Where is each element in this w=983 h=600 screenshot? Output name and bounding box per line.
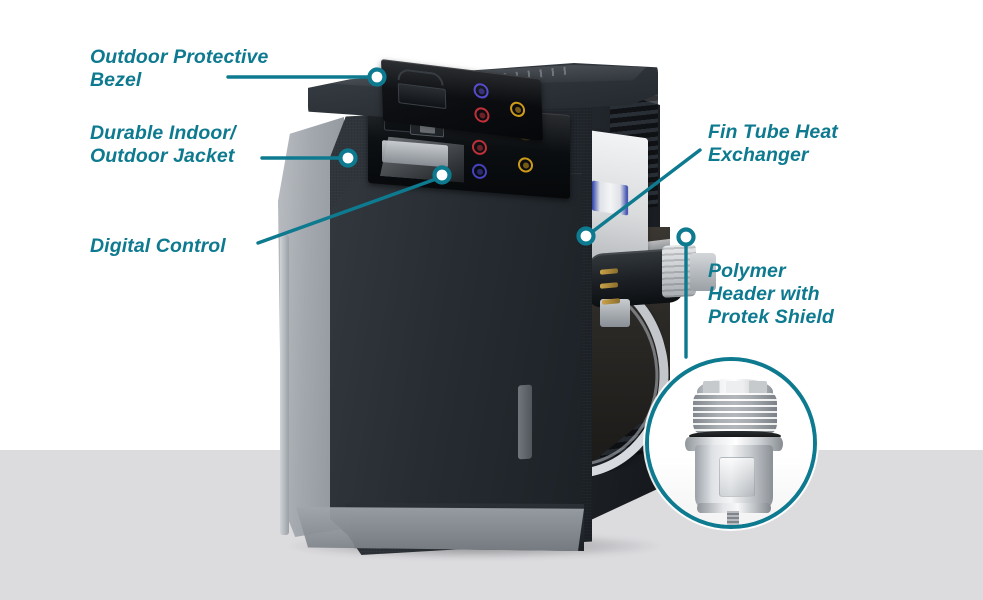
indicator-ring-red-top[interactable] [474,106,490,124]
callout-label-digital-control: Digital Control [90,235,226,257]
jacket-left-edge-trim [280,235,289,535]
blower-blue-component [592,180,628,216]
header-body [695,445,773,507]
polymer-header-component [685,379,783,525]
indicator-ring-blue-face[interactable] [472,163,487,180]
indicator-ring-red-face[interactable] [472,139,487,156]
callout-label-durable-jacket: Durable Indoor/ Outdoor Jacket [90,122,236,167]
header-bottom-rim [697,503,771,513]
header-drain-screw [727,511,739,525]
callout-label-fin-tube-heat-exchanger: Fin Tube Heat Exchanger [708,121,838,166]
door-handle [518,384,532,460]
header-threaded-collar [693,393,777,433]
header-o-ring [689,431,781,441]
polymer-header-inset-circle[interactable] [645,357,817,529]
callout-label-outdoor-protective-bezel: Outdoor Protective Bezel [90,46,269,91]
front-access-door [330,173,582,549]
indicator-ring-amber-face[interactable] [518,156,533,174]
base-foot [296,507,584,551]
union-pipe [690,253,716,291]
callout-label-polymer-header: Polymer Header with Protek Shield [708,260,834,328]
product-illustration [270,55,716,575]
header-body-window [719,457,755,497]
